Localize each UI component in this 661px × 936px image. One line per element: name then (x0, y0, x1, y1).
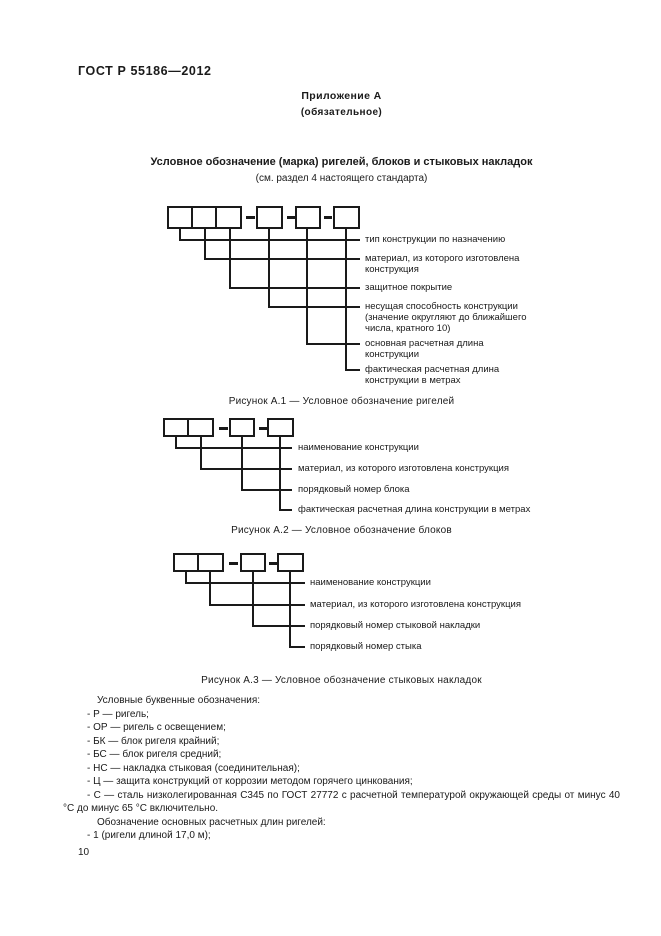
figure2-box-1 (163, 418, 190, 437)
connector-line (175, 447, 292, 449)
appendix-title: Приложение А (301, 90, 382, 102)
legend-block: Условные буквенные обозначения: - Р — ри… (63, 694, 620, 843)
connector-line (229, 229, 231, 289)
figure2-caption: Рисунок А.2 — Условное обозначение блоко… (231, 525, 452, 536)
connector-line (268, 229, 270, 308)
figure2-label-2: материал, из которого изготовлена констр… (298, 463, 509, 474)
figure1-label-5: основная расчетная длина конструкции (365, 338, 484, 360)
figure3-box-1 (173, 553, 200, 572)
figure3-separator-dash (229, 562, 238, 565)
connector-line (306, 229, 308, 345)
figure1-label-6: фактическая расчетная длина конструкции … (365, 364, 500, 386)
figure1-separator-dash (246, 216, 255, 219)
figure2-separator-dash (219, 427, 228, 430)
legend-item: - Р — ригель; (87, 708, 149, 720)
connector-line (252, 572, 254, 627)
main-heading: Условное обозначение (марка) ригелей, бл… (150, 156, 533, 168)
figure1-box-6 (333, 206, 360, 229)
connector-line (185, 572, 187, 584)
connector-line (209, 572, 211, 606)
doc-number: ГОСТ Р 55186—2012 (78, 64, 212, 78)
figure1-box-5 (295, 206, 321, 229)
legend-item: - Ц — защита конструкций от коррозии мет… (87, 776, 413, 787)
connector-line (289, 646, 305, 648)
connector-line (252, 625, 305, 627)
figure3-separator-dash (269, 562, 277, 565)
connector-line (345, 229, 347, 371)
connector-line (200, 437, 202, 470)
legend-item: - БС — блок ригеля средний; (87, 749, 222, 760)
figure3-label-3: порядковый номер стыковой накладки (310, 620, 481, 631)
figure2-label-3: порядковый номер блока (298, 484, 410, 495)
figure2-label-1: наименование конструкции (298, 442, 419, 453)
figure1-box-1 (167, 206, 194, 229)
heading-note: (см. раздел 4 настоящего стандарта) (255, 173, 428, 184)
figure1-box-4 (256, 206, 283, 229)
legend-item: - БК — блок ригеля крайний; (87, 735, 220, 747)
page-number: 10 (78, 847, 90, 858)
figure1-label-3: защитное покрытие (365, 282, 453, 293)
appendix-subtitle: (обязательное) (300, 107, 383, 118)
lengths-intro: Обозначение основных расчетных длин риге… (97, 816, 326, 828)
legend-intro: Условные буквенные обозначения: (97, 695, 261, 706)
connector-line (241, 437, 243, 491)
figure2-label-4: фактическая расчетная длина конструкции … (298, 504, 531, 515)
connector-line (185, 582, 305, 584)
figure3-caption: Рисунок А.3 — Условное обозначение стыко… (201, 675, 482, 686)
connector-line (200, 468, 292, 470)
figure3-label-1: наименование конструкции (310, 577, 431, 588)
figure3-label-4: порядковый номер стыка (310, 641, 422, 652)
connector-line (345, 369, 360, 371)
figure3-label-2: материал, из которого изготовлена констр… (310, 599, 521, 610)
connector-line (229, 287, 360, 289)
lengths-item: - 1 (ригели длиной 17,0 м); (87, 830, 211, 841)
figure3-box-4 (277, 553, 304, 572)
figure1-separator-dash (324, 216, 332, 219)
connector-line (268, 306, 360, 308)
figure1-label-1: тип конструкции по назначению (365, 234, 506, 245)
figure1-box-3 (215, 206, 242, 229)
figure1-separator-dash (287, 216, 296, 219)
figure1-box-2 (191, 206, 218, 229)
legend-item: - С — сталь низколегированная С345 по ГО… (63, 789, 620, 815)
figure2-separator-dash (259, 427, 268, 430)
connector-line (204, 229, 206, 260)
figure2-box-2 (187, 418, 214, 437)
figure1-caption: Рисунок А.1 — Условное обозначение ригел… (228, 396, 455, 407)
connector-line (289, 572, 291, 648)
figure1-label-2: материал, из которого изготовлена констр… (365, 253, 520, 275)
figure2-box-4 (267, 418, 294, 437)
connector-line (209, 604, 305, 606)
figure3-box-3 (240, 553, 266, 572)
connector-line (204, 258, 360, 260)
connector-line (279, 509, 292, 511)
legend-item: - ОР — ригель с освещением; (87, 722, 226, 733)
figure2-box-3 (229, 418, 255, 437)
connector-line (306, 343, 360, 345)
connector-line (241, 489, 292, 491)
connector-line (279, 437, 281, 511)
figure1-label-4: несущая способность конструкции (значени… (365, 301, 527, 334)
connector-line (179, 229, 181, 241)
figure3-box-2 (197, 553, 224, 572)
connector-line (175, 437, 177, 449)
legend-item: - НС — накладка стыковая (соединительная… (87, 762, 300, 774)
